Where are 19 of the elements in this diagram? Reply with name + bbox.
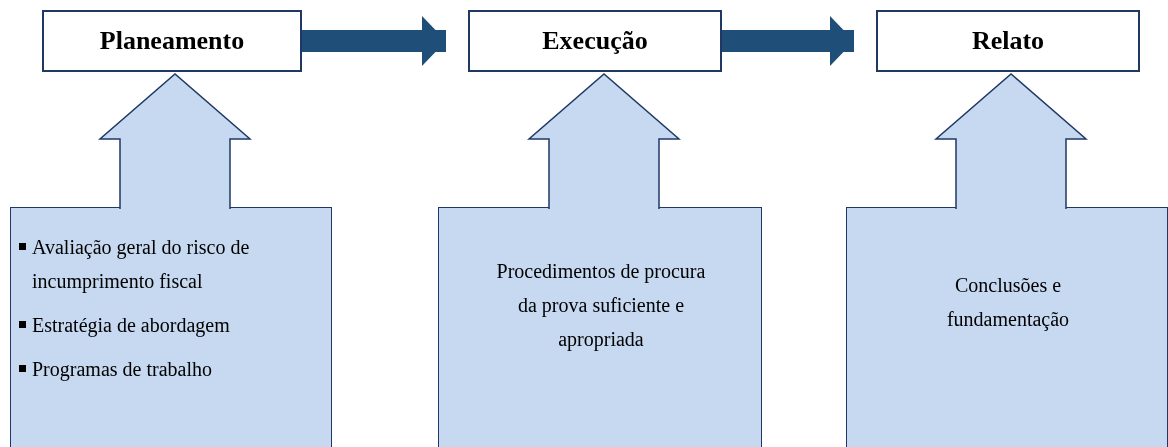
block-arrow <box>722 16 854 66</box>
block-arrow <box>527 73 681 210</box>
list-item-text: Avaliação geral do risco de incumprimento fiscal <box>32 235 251 295</box>
stage-box <box>876 10 1140 72</box>
block-arrow <box>934 73 1088 210</box>
stage-title: Planeamento <box>99 26 245 56</box>
stage-box <box>468 10 722 72</box>
callout-text: Conclusões e fundamentação <box>945 273 1071 333</box>
list-item-text: Estratégia de abordagem <box>32 313 230 339</box>
callout-text: Procedimentos de procura da prova suficiente e apropriada <box>495 259 707 353</box>
callout-box <box>846 207 1168 447</box>
stage-box <box>42 10 302 72</box>
block-arrow <box>98 73 252 210</box>
stage-title: Relato <box>971 26 1045 56</box>
stage-title: Execução <box>542 26 648 56</box>
callout-box <box>438 207 762 447</box>
block-arrow <box>302 16 446 66</box>
list-item-text: Programas de trabalho <box>32 357 212 383</box>
callout-box <box>10 207 332 447</box>
